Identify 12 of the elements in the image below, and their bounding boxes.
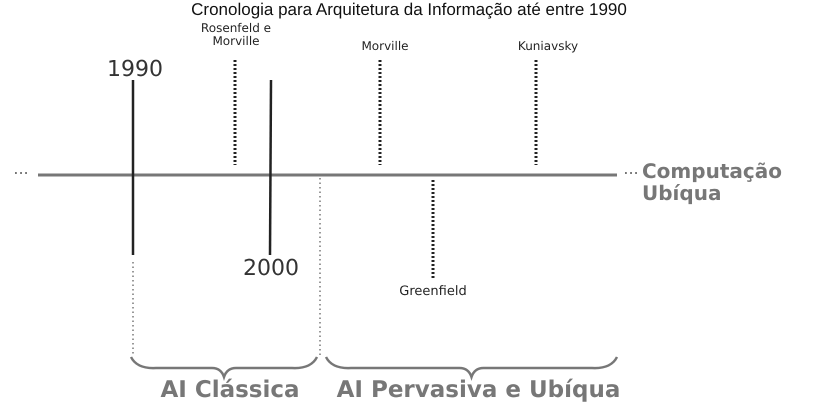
author-label: Rosenfeld e Morville bbox=[200, 22, 272, 48]
year-label: 1990 bbox=[106, 58, 164, 82]
period-label: AI Pervasiva e Ubíqua bbox=[336, 378, 622, 404]
figure-title: Cronologia para Arquitetura da Informação até entre 1990 bbox=[190, 0, 628, 19]
author-label: Morville bbox=[360, 40, 410, 54]
year-label: 2000 bbox=[242, 257, 300, 282]
ellipsis-label: ... bbox=[622, 160, 640, 178]
period-label: AI Clássica bbox=[159, 378, 301, 404]
author-label: Kuniavsky bbox=[516, 40, 580, 54]
ellipsis-label: ... bbox=[12, 160, 30, 178]
author-label: Greenfield bbox=[398, 285, 468, 300]
era-label: Computação Ubíqua bbox=[642, 160, 783, 204]
